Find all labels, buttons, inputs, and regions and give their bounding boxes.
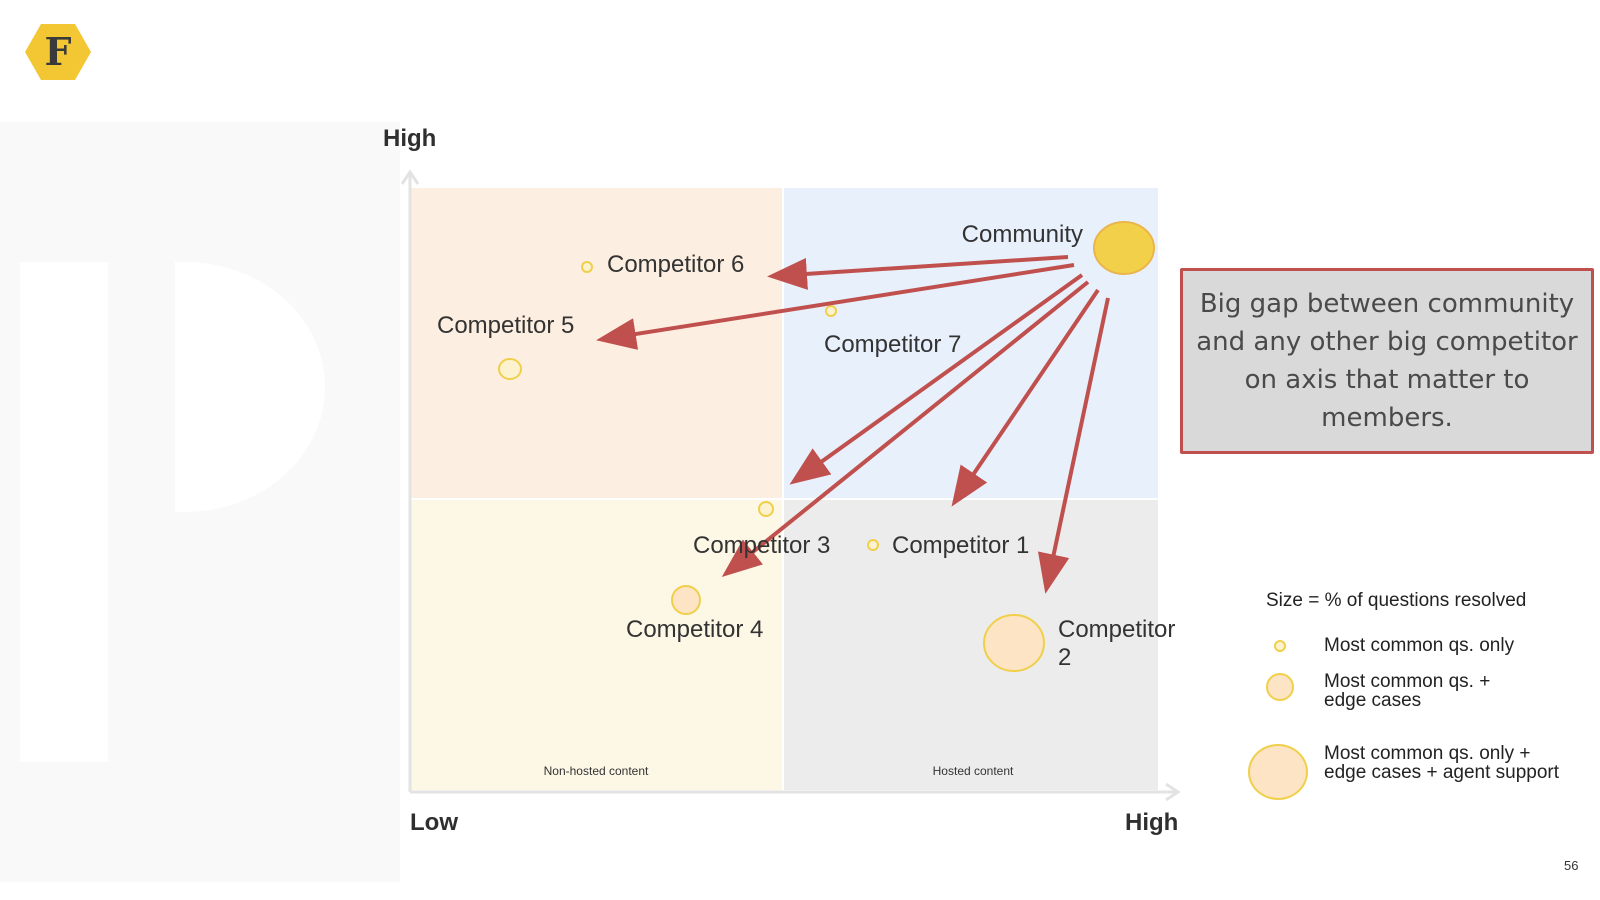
label-community: Community [962, 221, 1083, 248]
legend-small-label: Most common qs. only [1324, 635, 1515, 656]
arrow-to-competitor-1 [951, 288, 1100, 507]
x-axis-arrow-icon [1165, 782, 1181, 802]
legend-medium-label: Most common qs. + edge cases [1324, 671, 1491, 711]
bubble-competitor-4 [671, 585, 701, 615]
bubble-competitor-2 [983, 614, 1045, 672]
arrow-to-competitor-2 [1037, 297, 1110, 594]
background-watermark [0, 122, 400, 882]
quadrant-bottom-left [410, 500, 782, 790]
bubble-community [1093, 221, 1155, 275]
logo-hexagon-icon: F [25, 24, 91, 80]
quadrant-top-left [410, 188, 782, 498]
arrow-to-competitor-6 [767, 255, 1069, 290]
y-axis-high-label: High [383, 125, 437, 152]
callout-text: Big gap between community and any other … [1196, 289, 1578, 433]
quadrant-bottom-right [784, 500, 1158, 790]
label-hosted-content: Hosted content [933, 764, 1014, 778]
bubble-competitor-3 [758, 501, 774, 517]
arrows [596, 255, 1110, 594]
arrow-to-competitor-5 [596, 263, 1075, 350]
label-non-hosted-content: Non-hosted content [544, 764, 649, 778]
logo-letter: F [45, 29, 72, 74]
label-competitor-7: Competitor 7 [824, 331, 961, 358]
label-competitor-3: Competitor 3 [693, 532, 830, 559]
legend-large-label: Most common qs. only + edge cases + agen… [1324, 743, 1560, 783]
label-competitor-1: Competitor 1 [892, 532, 1029, 559]
label-competitor-4: Competitor 4 [626, 616, 763, 643]
bubble-competitor-5 [498, 358, 522, 380]
callout-box: Big gap between community and any other … [1180, 268, 1594, 454]
legend-large-dot [1248, 744, 1308, 800]
arrow-to-competitor-4 [721, 280, 1090, 578]
label-competitor-6: Competitor 6 [607, 251, 744, 278]
x-axis-low-label: Low [410, 809, 458, 836]
watermark-stem [20, 262, 108, 762]
bubble-competitor-7 [825, 305, 837, 317]
legend-medium-dot [1266, 673, 1294, 701]
bubble-competitor-6 [581, 261, 593, 273]
page-number: 56 [1564, 858, 1579, 873]
arrow-to-competitor-3-area [789, 273, 1084, 485]
legend-title: Size = % of questions resolved [1266, 590, 1527, 611]
label-competitor-2-line1: Competitor [1058, 616, 1175, 643]
x-axis-high-label: High [1125, 809, 1179, 836]
bubble-competitor-1 [867, 539, 879, 551]
label-competitor-5: Competitor 5 [437, 312, 574, 339]
logo: F [24, 22, 92, 82]
label-competitor-2-line2: 2 [1058, 644, 1071, 671]
legend-small-dot [1274, 640, 1286, 652]
y-axis-arrow-icon [400, 169, 420, 185]
